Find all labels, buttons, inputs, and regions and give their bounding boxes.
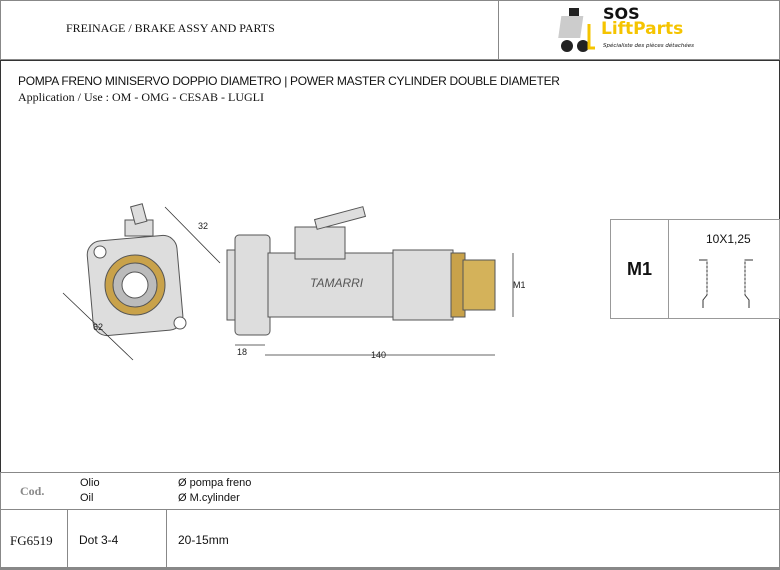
- column-divider: [166, 510, 167, 567]
- column-divider: [67, 510, 68, 567]
- logo-line2: LiftParts: [601, 19, 684, 39]
- thread-value: 10X1,25: [706, 232, 751, 246]
- cell-code: FG6519: [10, 533, 53, 548]
- dim-140: 140: [371, 350, 386, 360]
- header-oil-en: Oil: [80, 492, 94, 504]
- product-title: POMPA FRENO MINISERVO DOPPIO DIAMETRO | …: [18, 74, 560, 88]
- logo-line1: SOS: [603, 4, 640, 23]
- thread-profile-icon: [699, 259, 753, 308]
- spec-table-header: [0, 473, 780, 510]
- header-divider: [498, 0, 499, 60]
- part-drawing: TAMARRI 32 62 18 140 M1: [62, 203, 525, 361]
- brand-mark: TAMARRI: [310, 276, 364, 290]
- thread-label: M1: [611, 220, 669, 318]
- cell-diameter: 20-15mm: [178, 533, 229, 547]
- header-oil-it: Olio: [80, 477, 100, 489]
- header-diameter-it: Ø pompa freno: [178, 477, 252, 489]
- logo: SOS LiftParts Spécialiste des pièces dét…: [555, 4, 705, 56]
- thread-box: M1 10X1,25: [610, 219, 780, 319]
- dim-32: 32: [198, 221, 208, 231]
- dim-m1: M1: [513, 280, 525, 290]
- header-diameter-en: Ø M.cylinder: [178, 492, 240, 504]
- forklift-logo-icon: [558, 8, 595, 52]
- application-text: Application / Use : OM - OMG - CESAB - L…: [18, 90, 264, 104]
- category-title: FREINAGE / BRAKE ASSY AND PARTS: [66, 21, 275, 35]
- dim-62: 62: [93, 322, 103, 332]
- cell-oil: Dot 3-4: [79, 533, 119, 547]
- dim-18: 18: [237, 347, 247, 357]
- logo-tagline: Spécialiste des pièces détachées: [603, 43, 694, 49]
- header-code: Cod.: [20, 484, 45, 498]
